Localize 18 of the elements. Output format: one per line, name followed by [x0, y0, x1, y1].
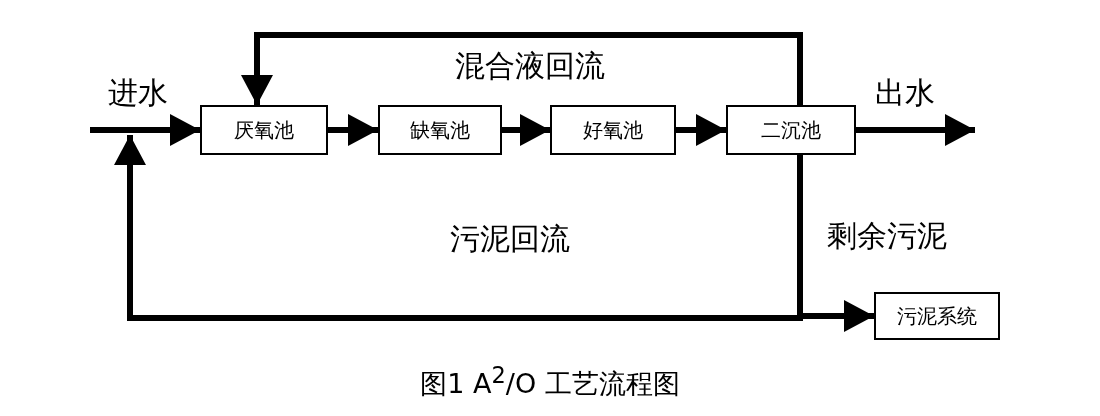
edge-label: 剩余污泥 [825, 218, 949, 252]
arrow [114, 135, 803, 321]
edge-label: 污泥回流 [448, 221, 572, 255]
process-box: 二沉池 [726, 105, 856, 155]
process-box: 污泥系统 [874, 292, 1000, 340]
process-box: 厌氧池 [200, 105, 328, 155]
arrow [856, 114, 975, 146]
process-box: 缺氧池 [378, 105, 502, 155]
arrow [90, 114, 200, 146]
arrow [502, 114, 550, 146]
edge-label: 出水 [873, 75, 937, 109]
arrow [328, 114, 378, 146]
caption: 图1 A$^{2}$/O 工艺流程图 [420, 362, 680, 401]
edge-label: 混合液回流 [453, 48, 607, 82]
arrow [676, 114, 726, 146]
edge-label: 进水 [106, 75, 170, 109]
arrow [241, 32, 803, 105]
process-box: 好氧池 [550, 105, 676, 155]
